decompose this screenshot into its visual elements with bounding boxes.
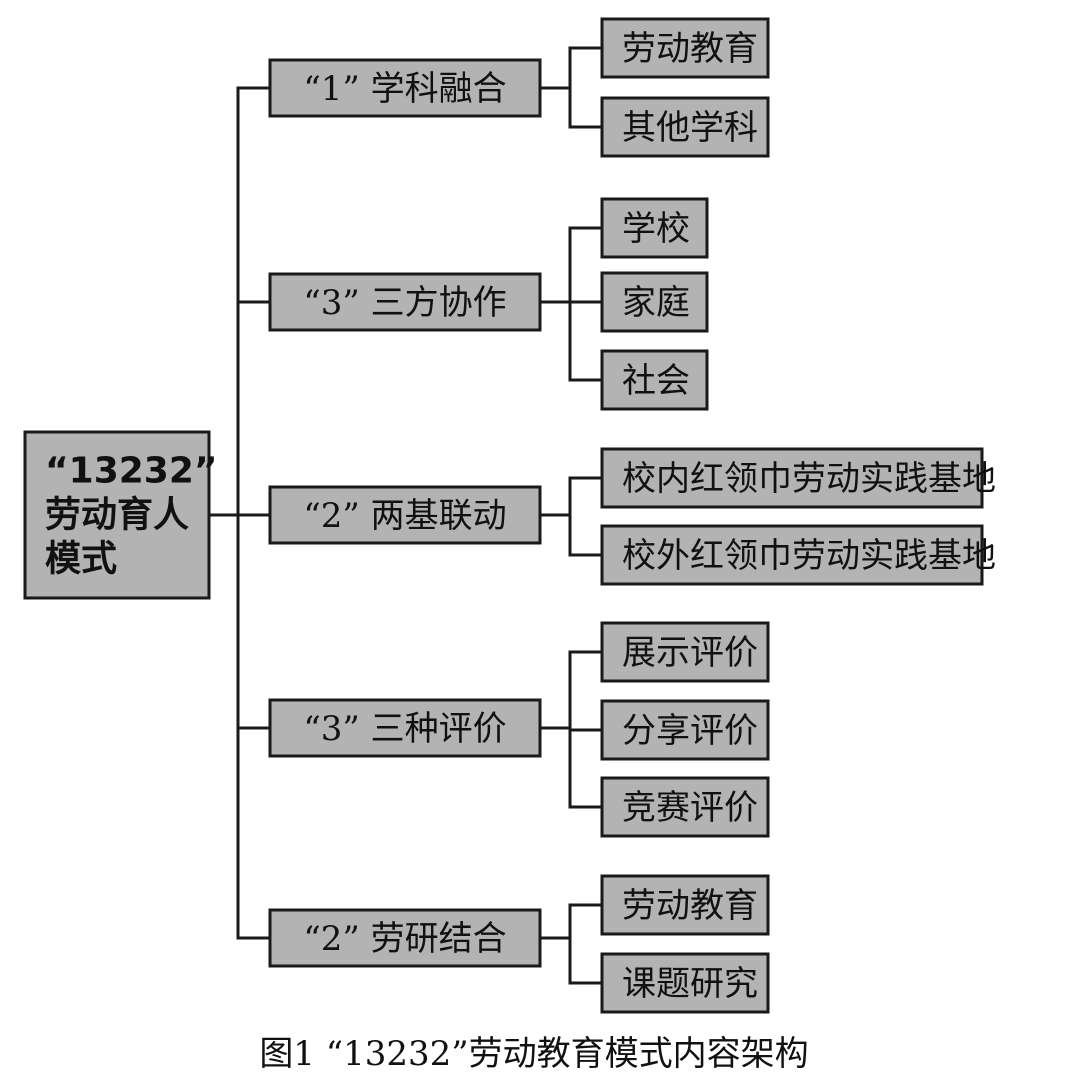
root-label-line: 模式: [45, 539, 117, 580]
branch-label: “2” 劳研结合: [303, 919, 506, 959]
child-label: 展示评价: [622, 633, 758, 673]
child-label: 其他学科: [622, 108, 758, 148]
child-label: 社会: [622, 361, 690, 401]
child-node: [600, 776, 770, 838]
child-label: 课题研究: [622, 964, 758, 1004]
branch-label: “3” 三种评价: [303, 709, 506, 749]
child-label: 校外红领巾劳动实践基地: [622, 536, 996, 576]
child-node: [600, 96, 770, 158]
child-label: 家庭: [622, 283, 690, 323]
child-node: [600, 524, 984, 586]
branch-label: “1” 学科融合: [303, 69, 506, 109]
child-node: [600, 952, 770, 1014]
child-label: 分享评价: [622, 711, 758, 751]
branch-node: [268, 58, 542, 118]
root-node: [23, 430, 211, 600]
child-node: [600, 17, 770, 79]
child-label: 竞赛评价: [622, 788, 758, 828]
child-node: [600, 447, 984, 509]
child-node: [600, 197, 709, 259]
child-node: [600, 271, 709, 333]
root-label-line: 劳动育人: [45, 495, 189, 536]
child-label: 劳动教育: [622, 29, 758, 69]
branch-label: “2” 两基联动: [303, 496, 506, 536]
child-label: 校内红领巾劳动实践基地: [622, 459, 996, 499]
figure-caption: 图1 “13232”劳动教育模式内容架构: [259, 1034, 809, 1074]
root-label-line: “13232”: [45, 451, 218, 492]
branch-label: “3” 三方协作: [303, 283, 506, 323]
child-node: [600, 621, 770, 683]
child-label: 劳动教育: [622, 886, 758, 926]
child-label: 学校: [622, 209, 690, 249]
child-node: [600, 349, 709, 411]
child-node: [600, 874, 770, 936]
child-node: [600, 699, 770, 761]
